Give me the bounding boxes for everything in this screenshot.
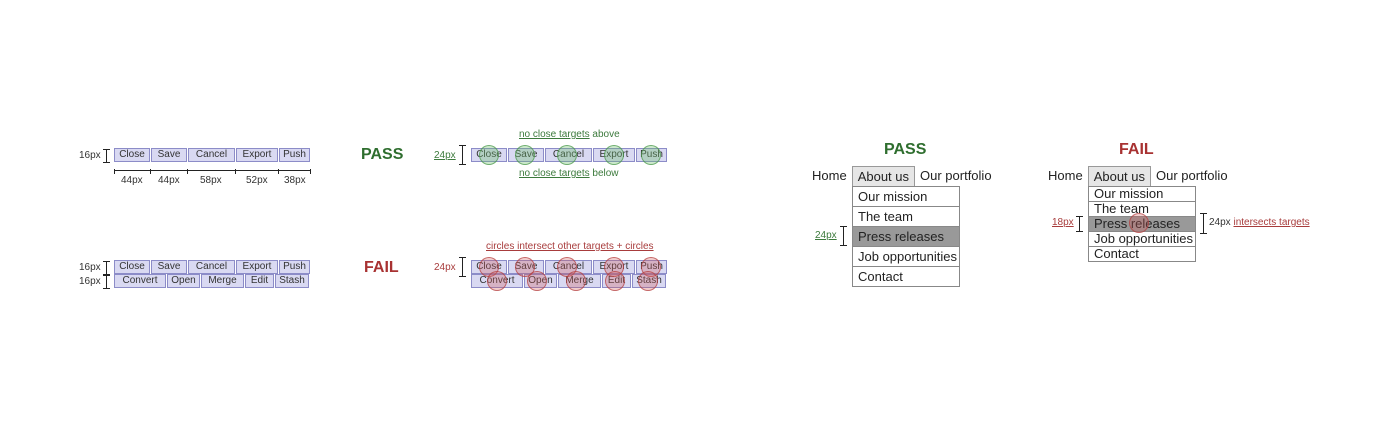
nav-about-us[interactable]: About us: [851, 166, 916, 186]
size-label: 24px: [434, 262, 456, 273]
height-label: 16px: [79, 262, 101, 273]
height-bracket-icon: [1200, 213, 1207, 234]
button-cancel[interactable]: Cancel: [188, 148, 235, 162]
note-above: no close targets above: [519, 129, 620, 140]
menu-item-job-opportunities[interactable]: Job opportunities: [1089, 231, 1195, 246]
target-circle: [641, 145, 661, 165]
menu-item-job-opportunities[interactable]: Job opportunities: [853, 246, 959, 266]
nav-home[interactable]: Home: [1048, 168, 1083, 183]
menu-item-contact[interactable]: Contact: [853, 266, 959, 286]
menu-pass-verdict: PASS: [884, 141, 927, 158]
dropdown-menu: Our mission The team Press releases Job …: [852, 186, 960, 287]
button-save[interactable]: Save: [151, 260, 187, 274]
width-label: 44px: [121, 175, 143, 186]
height-bracket-icon: [459, 145, 466, 165]
note-above-link[interactable]: no close targets: [519, 129, 590, 140]
height-bracket-icon: [103, 261, 110, 275]
target-circle: [1129, 213, 1149, 233]
height-bracket-icon: [103, 275, 110, 289]
button-row-top: Close Save Cancel Export Push: [114, 260, 311, 274]
target-circle: [479, 145, 499, 165]
button-close[interactable]: Close: [114, 260, 150, 274]
height-label: 16px: [79, 150, 101, 161]
fail-verdict: FAIL: [364, 259, 399, 276]
menu-item-press-releases[interactable]: Press releases: [853, 226, 959, 246]
nav-our-portfolio[interactable]: Our portfolio: [920, 168, 992, 183]
fail-note[interactable]: circles intersect other targets + circle…: [486, 241, 654, 252]
nav-bar: Home About us Our portfolio: [807, 166, 997, 186]
size-label[interactable]: 18px: [1052, 217, 1074, 228]
button-open[interactable]: Open: [167, 274, 200, 288]
nav-about-us[interactable]: About us: [1087, 166, 1152, 186]
nav-our-portfolio[interactable]: Our portfolio: [1156, 168, 1228, 183]
target-circle: [487, 271, 507, 291]
button-cancel[interactable]: Cancel: [188, 260, 235, 274]
menu-item-our-mission[interactable]: Our mission: [853, 186, 959, 206]
button-stash[interactable]: Stash: [275, 274, 309, 288]
button-push[interactable]: Push: [279, 148, 310, 162]
target-circle: [605, 271, 625, 291]
height-label: 16px: [79, 276, 101, 287]
nav-bar: Home About us Our portfolio: [1043, 166, 1233, 186]
menu-item-the-team[interactable]: The team: [1089, 201, 1195, 216]
target-circle: [604, 145, 624, 165]
width-label: 38px: [284, 175, 306, 186]
right-note: 24px intersects targets: [1209, 217, 1310, 228]
intersects-link[interactable]: intersects targets: [1233, 217, 1310, 228]
height-bracket-icon: [1076, 216, 1083, 232]
button-save[interactable]: Save: [151, 148, 187, 162]
target-circle: [638, 271, 658, 291]
button-row: Close Save Cancel Export Push: [114, 148, 311, 162]
target-circle: [515, 145, 535, 165]
pass-verdict: PASS: [361, 146, 404, 163]
dropdown-menu: Our mission The team Press releases Job …: [1088, 186, 1196, 262]
button-export[interactable]: Export: [236, 260, 278, 274]
note-below: no close targets below: [519, 168, 619, 179]
button-export[interactable]: Export: [236, 148, 278, 162]
nav-home[interactable]: Home: [812, 168, 847, 183]
menu-item-the-team[interactable]: The team: [853, 206, 959, 226]
button-push[interactable]: Push: [279, 260, 310, 274]
menu-fail-verdict: FAIL: [1119, 141, 1154, 158]
size-label[interactable]: 24px: [815, 230, 837, 241]
button-row-bottom: Convert Open Merge Edit Stash: [114, 274, 310, 288]
height-bracket-icon: [840, 226, 847, 246]
button-close[interactable]: Close: [114, 148, 150, 162]
button-merge[interactable]: Merge: [201, 274, 244, 288]
width-label: 58px: [200, 175, 222, 186]
target-circle: [527, 271, 547, 291]
button-convert[interactable]: Convert: [114, 274, 166, 288]
menu-item-our-mission[interactable]: Our mission: [1089, 186, 1195, 201]
note-below-link[interactable]: no close targets: [519, 168, 590, 179]
button-edit[interactable]: Edit: [245, 274, 274, 288]
width-label: 52px: [246, 175, 268, 186]
height-bracket-icon: [459, 257, 466, 277]
target-circle: [566, 271, 586, 291]
width-label: 44px: [158, 175, 180, 186]
menu-item-contact[interactable]: Contact: [1089, 246, 1195, 261]
target-circle: [557, 145, 577, 165]
width-ruler: [114, 169, 311, 174]
height-bracket-icon: [103, 149, 110, 163]
size-label[interactable]: 24px: [434, 150, 456, 161]
